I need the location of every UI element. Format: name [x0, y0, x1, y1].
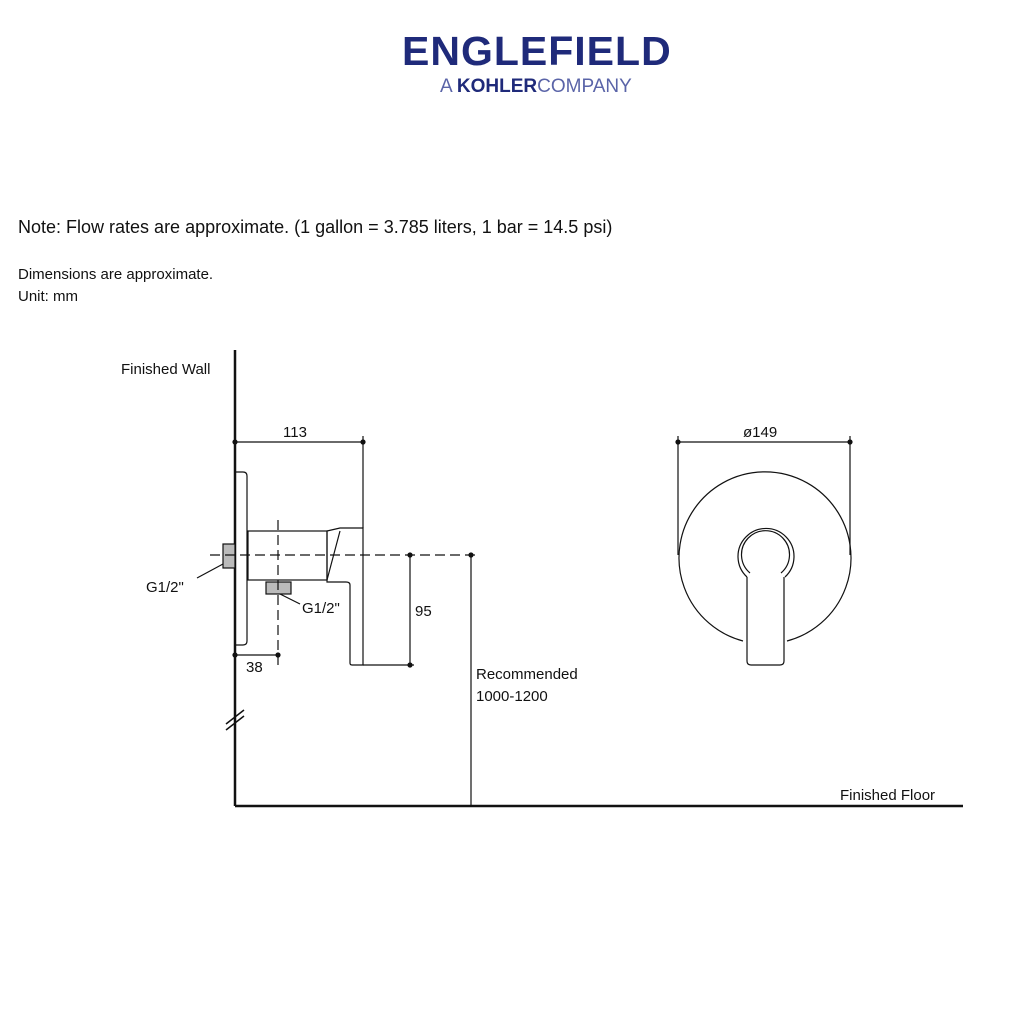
brand-subtitle: A KOHLERCOMPANY: [440, 76, 632, 97]
escutcheon-plate: [236, 471, 248, 646]
handle-ring: [737, 527, 795, 578]
svg-text:1000-1200: 1000-1200: [476, 688, 548, 705]
dimension-38: 38: [232, 652, 281, 676]
svg-text:38: 38: [246, 659, 263, 676]
flow-note: Note: Flow rates are approximate. (1 gal…: [18, 217, 613, 237]
brand-name: ENGLEFIELD: [402, 28, 672, 74]
inlet-fitting: [222, 543, 236, 569]
dimension-recommended-height: Recommended 1000-1200: [468, 552, 578, 806]
break-mark: [225, 709, 245, 731]
svg-text:G1/2": G1/2": [302, 600, 340, 617]
svg-text:95: 95: [415, 603, 432, 620]
dimension-113: 113: [232, 424, 366, 528]
svg-text:G1/2": G1/2": [146, 579, 184, 596]
inlet-thread-callout: G1/2": [146, 563, 224, 596]
front-view: ø149: [675, 424, 853, 666]
diameter-label: ø149: [743, 424, 777, 441]
side-view: [210, 471, 480, 666]
svg-text:Recommended: Recommended: [476, 666, 578, 683]
finished-wall-label: Finished Wall: [121, 361, 210, 378]
lever-handle: [326, 527, 364, 666]
dimensions-note: Dimensions are approximate. Unit: mm: [18, 266, 214, 305]
svg-text:113: 113: [283, 424, 307, 441]
escutcheon-circle: [678, 471, 852, 642]
finished-floor-label: Finished Floor: [840, 787, 935, 804]
dimension-95: 95: [363, 552, 432, 668]
outlet-thread-callout: G1/2": [279, 593, 340, 617]
lever-front: [746, 577, 785, 666]
